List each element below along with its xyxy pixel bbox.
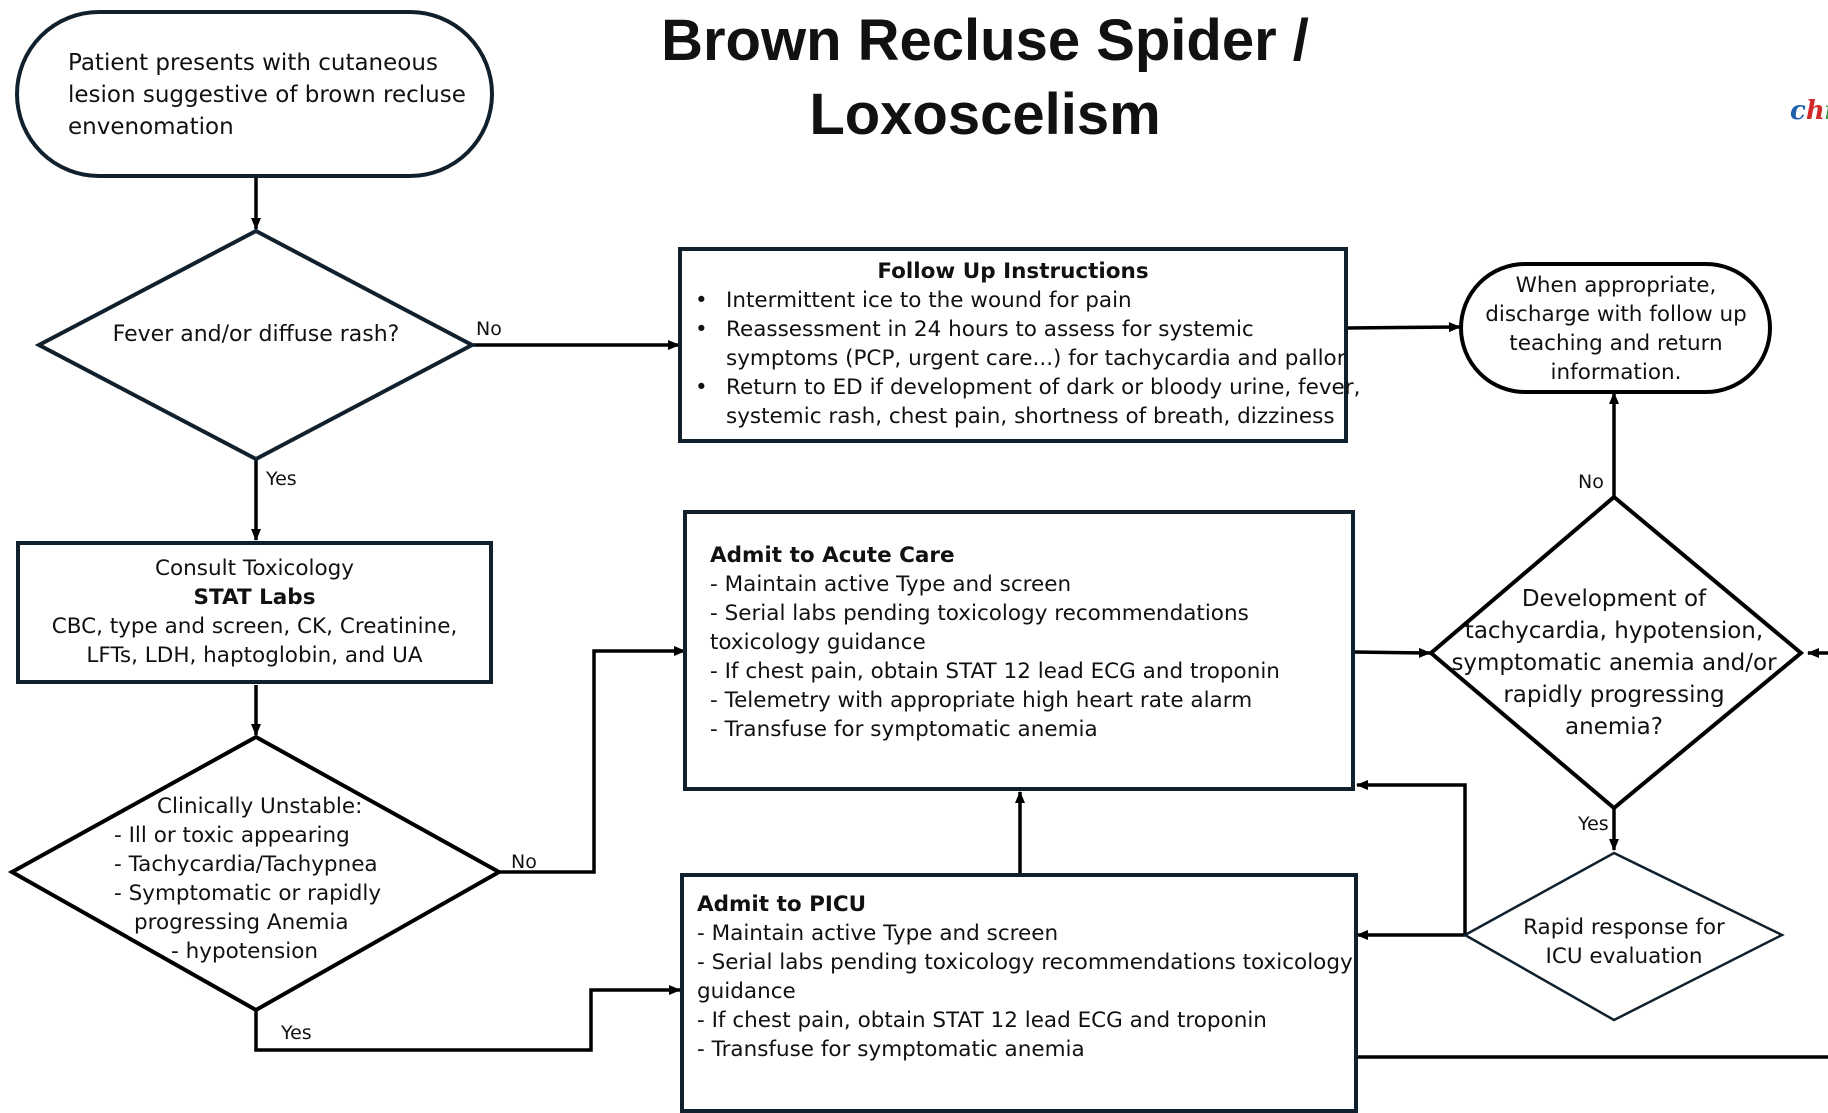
picu-box <box>680 873 1358 1113</box>
discharge-terminal <box>1459 262 1772 394</box>
title-line-2: Loxoscelism <box>809 82 1161 147</box>
rapid-response-text: Rapid response for ICU evaluation <box>1523 915 1725 969</box>
consult-text: Consult Toxicology STAT Labs CBC, type a… <box>20 554 489 670</box>
organization-logo: chil <box>1790 96 1828 126</box>
picu-text: Admit to PICU - Maintain active Type and… <box>697 892 1353 1062</box>
edge-unstable-yes <box>254 985 681 1052</box>
start-terminal <box>15 10 494 178</box>
page-title: Brown Recluse Spider / Loxoscelism <box>600 4 1370 152</box>
acute-care-box <box>683 510 1355 791</box>
development-no-label: No <box>1578 471 1604 493</box>
consult-line-2: CBC, type and screen, CK, Creatinine, <box>51 614 458 639</box>
start-text: Patient presents with cutaneous lesion s… <box>68 50 466 140</box>
unstable-question-text: Clinically Unstable: - Ill or toxic appe… <box>114 794 382 964</box>
acute-care-text: Admit to Acute Care - Maintain active Ty… <box>710 543 1280 742</box>
followup-heading: Follow Up Instructions <box>877 259 1149 284</box>
edge-unstable-no <box>499 646 686 874</box>
development-question-text: Development of tachycardia, hypotension,… <box>1451 586 1777 740</box>
unstable-yes-label: Yes <box>281 1022 312 1044</box>
fever-decision <box>34 228 477 462</box>
discharge-text: When appropriate, discharge with follow … <box>1485 273 1747 385</box>
followup-text: Follow Up Instructions Intermittent ice … <box>680 257 1360 431</box>
edge-acute-to-development <box>1353 647 1431 658</box>
picu-heading: Admit to PICU <box>697 892 867 917</box>
development-yes-label: Yes <box>1578 813 1609 835</box>
consult-box <box>16 541 493 684</box>
acute-care-heading: Admit to Acute Care <box>710 543 955 568</box>
edge-followup-to-discharge <box>1346 322 1461 333</box>
unstable-decision <box>7 734 504 1013</box>
rapid-response-decision <box>1462 851 1785 1022</box>
title-line-1: Brown Recluse Spider / <box>661 8 1309 73</box>
followup-bullet-3: Return to ED if development of dark or b… <box>680 373 1360 431</box>
followup-bullet-2: Reassessment in 24 hours to assess for s… <box>680 315 1346 373</box>
fever-no-label: No <box>476 318 502 340</box>
edge-rapid-to-acute <box>1356 780 1467 935</box>
consult-line-3: LFTs, LDH, haptoglobin, and UA <box>86 643 423 668</box>
fever-question-text: Fever and/or diffuse rash? <box>112 322 400 347</box>
consult-line-1: Consult Toxicology <box>154 556 354 581</box>
development-decision <box>1427 494 1805 811</box>
followup-bullet-1: Intermittent ice to the wound for pain <box>680 286 1346 315</box>
consult-heading: STAT Labs <box>193 585 316 610</box>
unstable-no-label: No <box>511 851 537 873</box>
fever-yes-label: Yes <box>266 468 297 490</box>
